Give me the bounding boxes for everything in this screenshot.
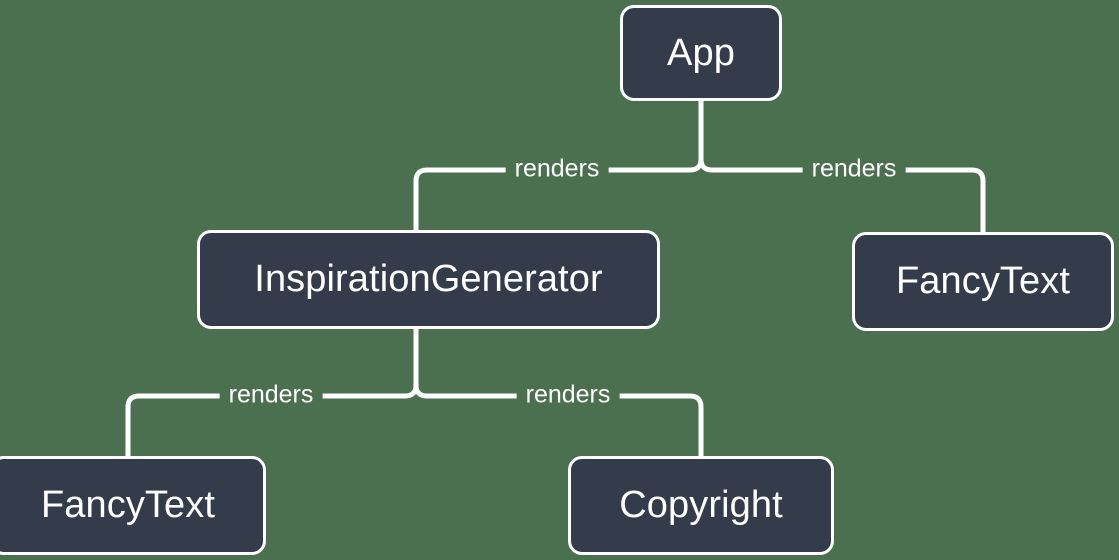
edge-label-app-to-fancytext-right: renders (802, 156, 906, 182)
node-fancytext-bottom[interactable]: FancyText (0, 456, 266, 555)
node-app[interactable]: App (620, 5, 782, 101)
edge-inspiration-generator-to-copyright (413, 384, 704, 456)
node-fancytext-bottom-label: FancyText (40, 484, 216, 526)
node-inspiration-generator-label: InspirationGenerator (254, 258, 603, 300)
node-app-label: App (667, 31, 735, 74)
node-copyright-label: Copyright (619, 484, 783, 526)
node-fancytext-right[interactable]: FancyText (852, 232, 1114, 331)
edge-label-app-to-inspiration-generator: renders (505, 156, 609, 182)
edge-label-inspiration-generator-to-fancytext-bottom: renders (219, 382, 323, 408)
node-copyright[interactable]: Copyright (568, 456, 834, 555)
edge-label-inspiration-generator-to-copyright: renders (516, 382, 620, 408)
edge-app-to-fancytext-right (698, 158, 986, 232)
node-inspiration-generator[interactable]: InspirationGenerator (197, 230, 660, 329)
node-fancytext-right-label: FancyText (895, 260, 1071, 302)
